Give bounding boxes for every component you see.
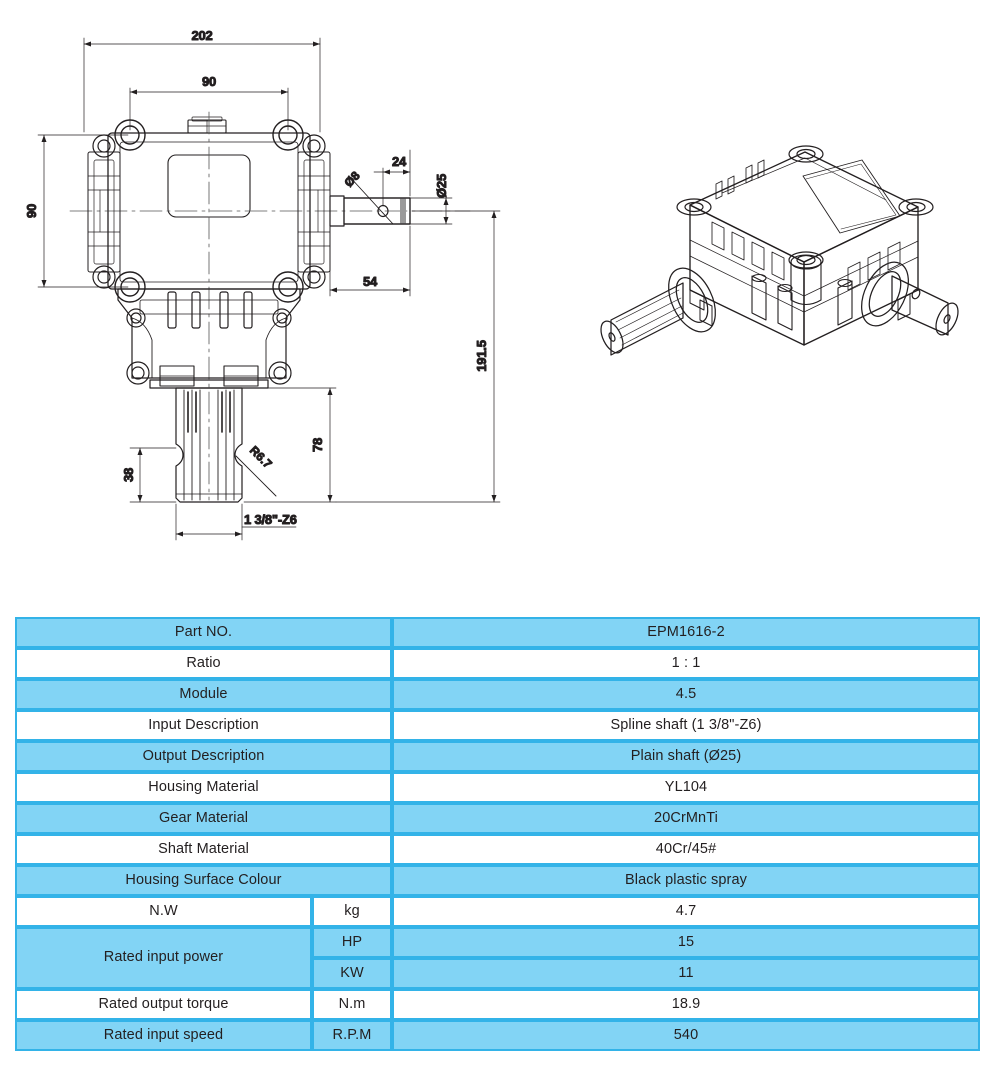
table-row: N.W kg 4.7 bbox=[15, 896, 981, 927]
specification-table: Part NO. EPM1616-2 Ratio 1 : 1 Module 4.… bbox=[15, 617, 981, 1051]
row-label-housing-surface-colour: Housing Surface Colour bbox=[15, 865, 393, 896]
isometric-view-gearbox bbox=[600, 145, 959, 356]
row-unit-rated-input-speed: R.P.M bbox=[312, 1020, 393, 1051]
row-value-housing-surface-colour: Black plastic spray bbox=[392, 865, 981, 896]
dim-78-label: 78 bbox=[310, 438, 325, 452]
dim-38-label: 38 bbox=[121, 468, 136, 482]
table-row: Rated input power HP 15 bbox=[15, 927, 981, 989]
table-row: Gear Material 20CrMnTi bbox=[15, 803, 981, 834]
isometric-input-spline-shaft bbox=[600, 267, 716, 356]
row-label-module: Module bbox=[15, 679, 393, 710]
row-value-housing-material: YL104 bbox=[392, 772, 981, 803]
row-unit-rated-output-torque: N.m bbox=[312, 989, 393, 1020]
row-value-input-description: Spline shaft (1 3/8"-Z6) bbox=[392, 710, 981, 741]
row-unit-net-weight: kg bbox=[312, 896, 393, 927]
dim-dia8-label: Ø8 bbox=[342, 168, 363, 189]
row-value-ratio: 1 : 1 bbox=[392, 648, 981, 679]
row-label-net-weight: N.W bbox=[15, 896, 312, 927]
table-row: Module 4.5 bbox=[15, 679, 981, 710]
dim-r67-label: R6.7 bbox=[247, 443, 275, 471]
row-label-housing-material: Housing Material bbox=[15, 772, 393, 803]
technical-drawing-area: 202 90 90 bbox=[24, 28, 959, 541]
dim-90-height-label: 90 bbox=[24, 204, 39, 218]
row-value-rated-input-speed: 540 bbox=[392, 1020, 981, 1051]
row-label-output-description: Output Description bbox=[15, 741, 393, 772]
table-row: Rated output torque N.m 18.9 bbox=[15, 989, 981, 1020]
specification-table-body: Part NO. EPM1616-2 Ratio 1 : 1 Module 4.… bbox=[15, 617, 981, 1051]
row-unit-rated-input-power-hp: HP bbox=[312, 927, 393, 958]
table-row: Rated input speed R.P.M 540 bbox=[15, 1020, 981, 1051]
table-row: Output Description Plain shaft (Ø25) bbox=[15, 741, 981, 772]
isometric-output-shaft bbox=[861, 261, 959, 336]
output-shaft bbox=[329, 195, 411, 227]
table-row: Input Description Spline shaft (1 3/8"-Z… bbox=[15, 710, 981, 741]
row-value-module: 4.5 bbox=[392, 679, 981, 710]
row-unit-rated-input-power-kw: KW bbox=[312, 958, 393, 989]
row-value-rated-input-power-hp: 15 bbox=[392, 927, 981, 958]
table-row: Part NO. EPM1616-2 bbox=[15, 617, 981, 648]
row-value-net-weight: 4.7 bbox=[392, 896, 981, 927]
table-row: Housing Material YL104 bbox=[15, 772, 981, 803]
row-value-rated-output-torque: 18.9 bbox=[392, 989, 981, 1020]
row-label-rated-output-torque: Rated output torque bbox=[15, 989, 312, 1020]
row-label-rated-input-speed: Rated input speed bbox=[15, 1020, 312, 1051]
row-label-ratio: Ratio bbox=[15, 648, 393, 679]
table-row: Ratio 1 : 1 bbox=[15, 648, 981, 679]
dim-spline-spec-label: 1 3/8"-Z6 bbox=[244, 512, 297, 527]
row-value-part-no: EPM1616-2 bbox=[392, 617, 981, 648]
table-row: Shaft Material 40Cr/45# bbox=[15, 834, 981, 865]
dim-54-label: 54 bbox=[363, 274, 378, 289]
row-value-shaft-material: 40Cr/45# bbox=[392, 834, 981, 865]
dim-24-label: 24 bbox=[392, 154, 407, 169]
dim-dia25-label: Ø25 bbox=[434, 174, 449, 198]
row-label-gear-material: Gear Material bbox=[15, 803, 393, 834]
row-label-shaft-material: Shaft Material bbox=[15, 834, 393, 865]
row-value-output-description: Plain shaft (Ø25) bbox=[392, 741, 981, 772]
input-spline-shaft bbox=[175, 387, 243, 503]
dim-191-5-label: 191.5 bbox=[474, 340, 489, 372]
row-value-gear-material: 20CrMnTi bbox=[392, 803, 981, 834]
row-label-rated-input-power: Rated input power bbox=[15, 927, 312, 989]
table-row: Housing Surface Colour Black plastic spr… bbox=[15, 865, 981, 896]
front-view-gearbox: 202 90 90 bbox=[24, 28, 501, 541]
dim-202-label: 202 bbox=[191, 28, 212, 43]
row-label-part-no: Part NO. bbox=[15, 617, 393, 648]
row-value-rated-input-power-kw: 11 bbox=[392, 958, 981, 989]
dim-90-width-label: 90 bbox=[202, 74, 216, 89]
row-label-input-description: Input Description bbox=[15, 710, 393, 741]
table-row: KW 11 bbox=[15, 958, 981, 989]
